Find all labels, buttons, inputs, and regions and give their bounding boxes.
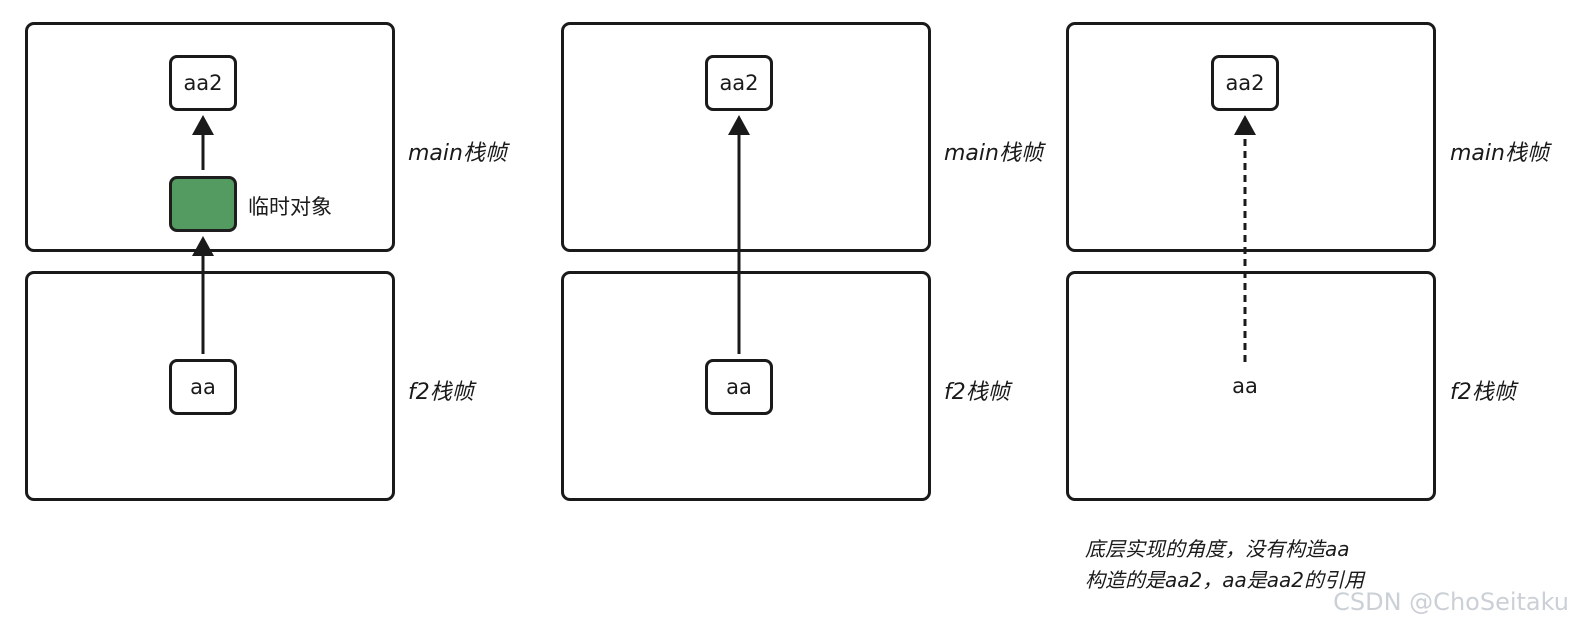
panel1-main-label: main栈帧 bbox=[408, 141, 507, 166]
panel2-aa-node: aa bbox=[705, 359, 773, 415]
panel3-main-label: main栈帧 bbox=[1450, 141, 1549, 166]
note-line-1: 底层实现的角度，没有构造aa bbox=[1085, 537, 1350, 561]
panel3-f2-label: f2栈帧 bbox=[1450, 380, 1516, 405]
panel2-f2-label: f2栈帧 bbox=[944, 380, 1010, 405]
panel1-aa2-node: aa2 bbox=[169, 55, 237, 111]
panel2-main-label: main栈帧 bbox=[944, 141, 1043, 166]
panel3-aa2-node: aa2 bbox=[1211, 55, 1279, 111]
panel1-f2-label: f2栈帧 bbox=[408, 380, 474, 405]
panel1-temp-label: 临时对象 bbox=[248, 195, 332, 219]
panel1-temp-object bbox=[169, 176, 237, 232]
panel2-aa2-node: aa2 bbox=[705, 55, 773, 111]
panel3-arrowhead-aa2 bbox=[1234, 115, 1256, 135]
note-line-2: 构造的是aa2，aa是aa2的引用 bbox=[1085, 568, 1364, 592]
panel1-arrowhead-aa2 bbox=[192, 115, 214, 135]
panel1-aa-node: aa bbox=[169, 359, 237, 415]
panel1-arrowhead-temp bbox=[192, 236, 214, 256]
panel3-note: 底层实现的角度，没有构造aa 构造的是aa2，aa是aa2的引用 bbox=[1085, 534, 1364, 596]
panel2-arrowhead-aa2 bbox=[728, 115, 750, 135]
panel3-aa-text: aa bbox=[1232, 374, 1258, 398]
panel3-f2-frame bbox=[1066, 271, 1436, 501]
watermark: CSDN @ChoSeitaku bbox=[1333, 588, 1569, 616]
